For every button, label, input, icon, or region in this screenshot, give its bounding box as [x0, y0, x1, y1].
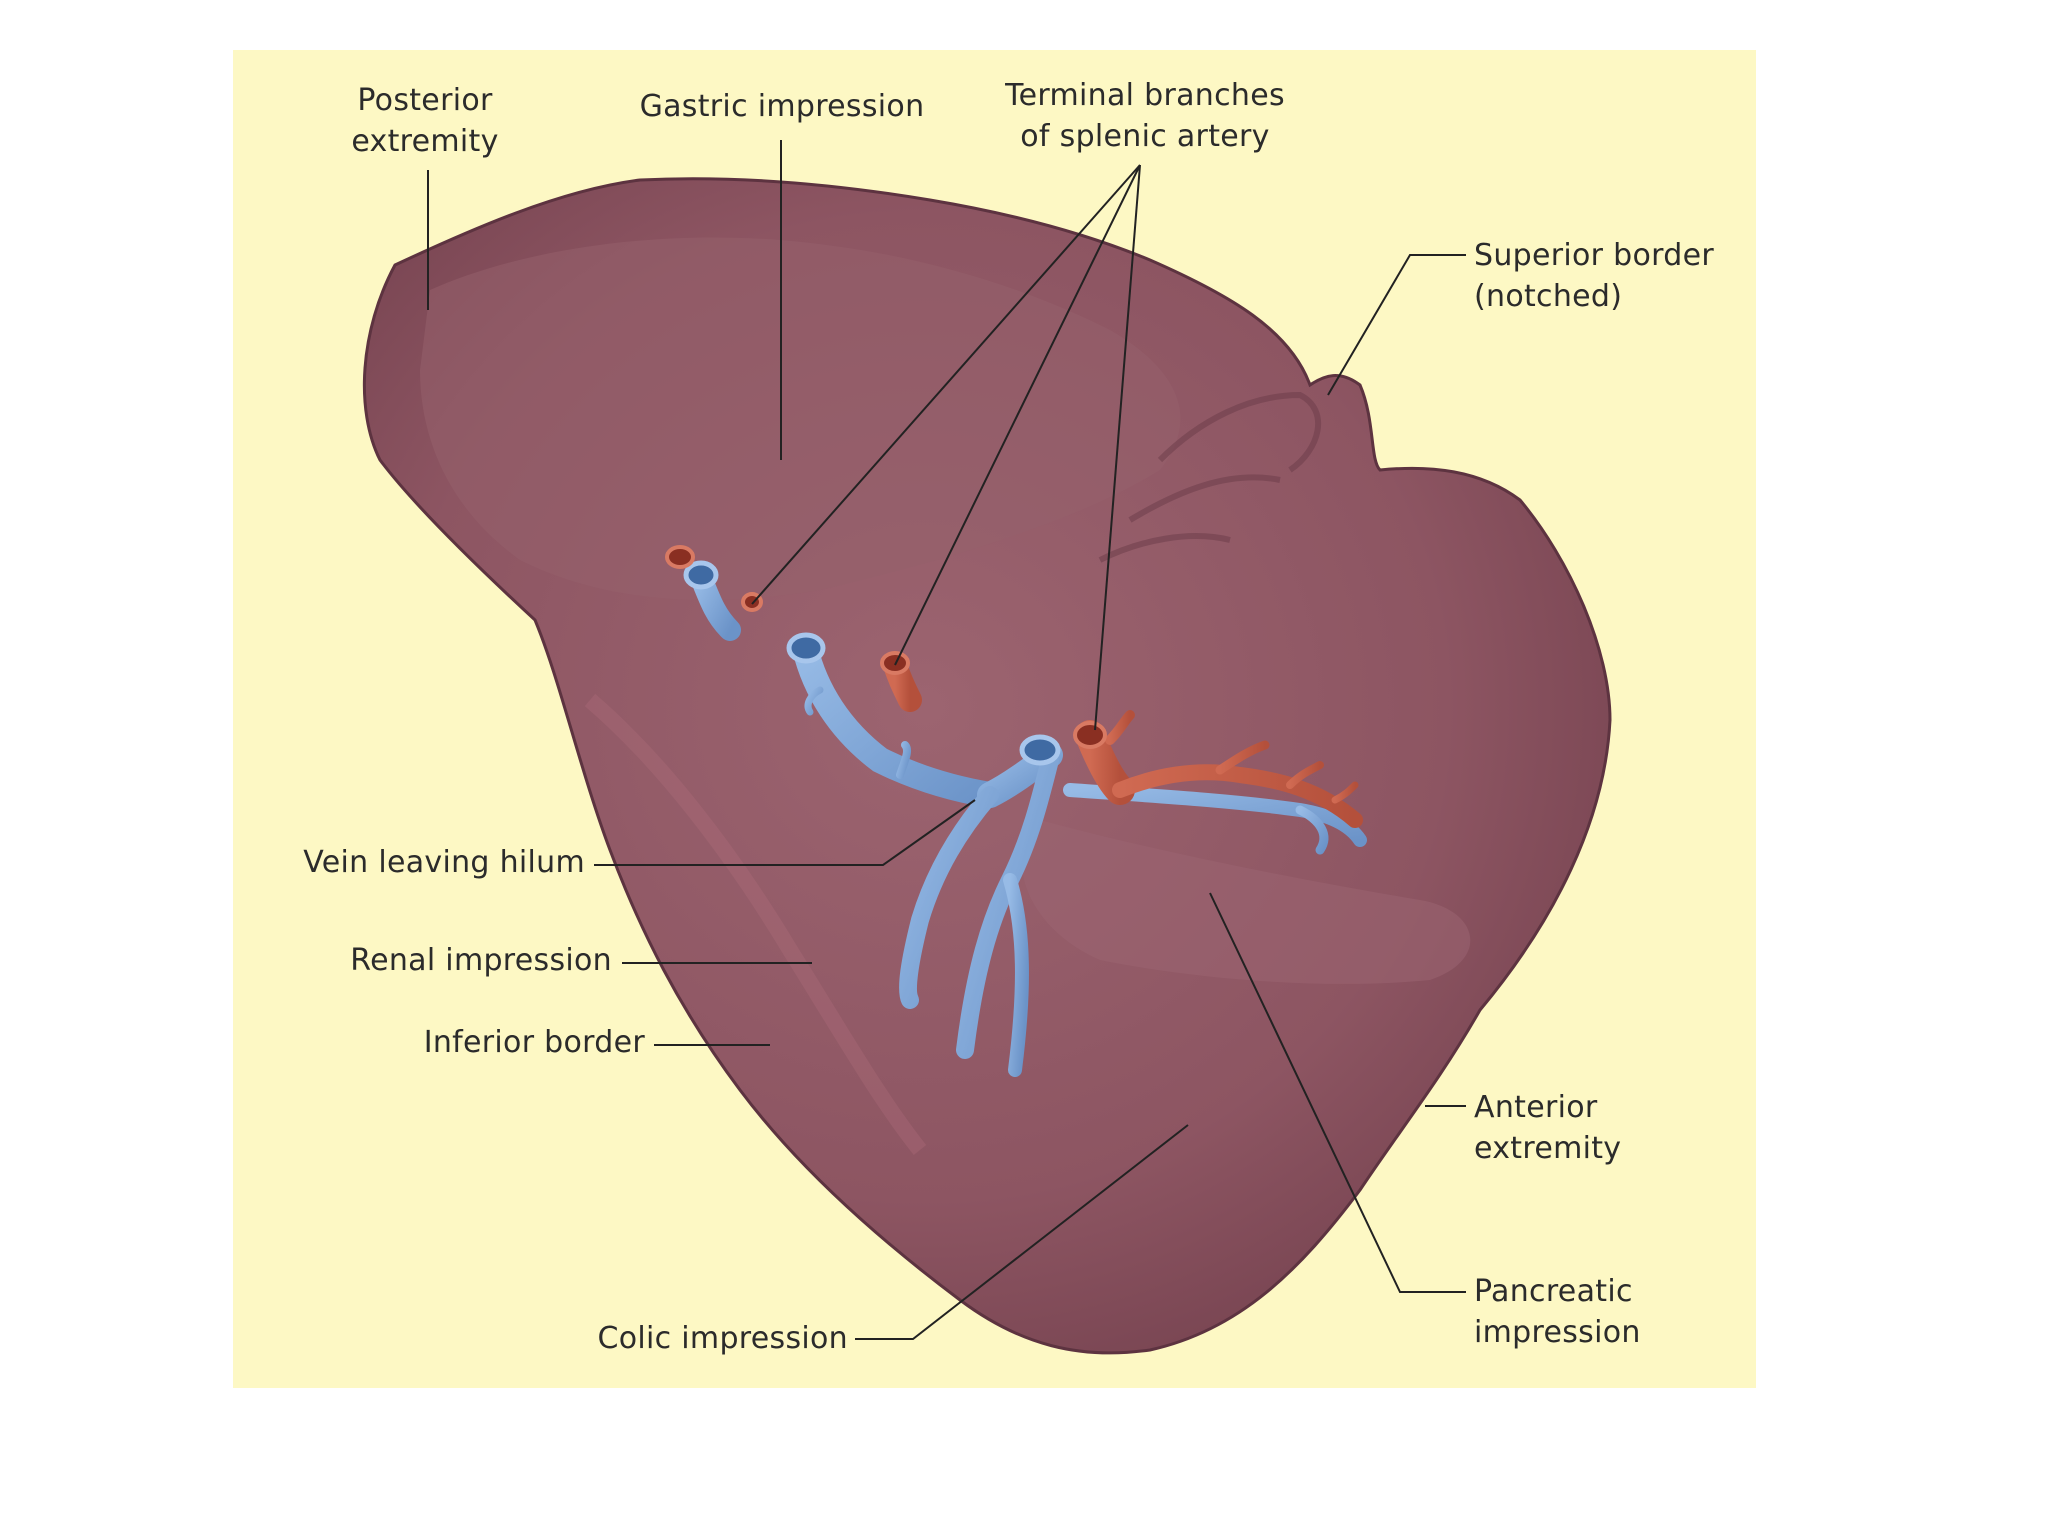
- leader-superior-border: [1327, 254, 1466, 396]
- pancreatic-impression-shade: [1022, 820, 1471, 984]
- gastric-impression-rim: [420, 237, 1181, 600]
- vein-cut-end-2: [786, 632, 826, 664]
- label-anterior-extremity: Anterior extremity: [1474, 1090, 1622, 1166]
- superior-border-notch: [1098, 391, 1321, 563]
- renal-impression-shade: [584, 693, 927, 1155]
- leader-terminal-branches-1: [751, 164, 1141, 605]
- leader-terminal-branches-3: [1094, 164, 1141, 731]
- label-terminal-branches: Terminal branches of splenic artery: [1005, 78, 1285, 154]
- artery-cut-end-1: [665, 545, 695, 569]
- label-posterior-extremity: Posterior extremity: [351, 83, 499, 159]
- leader-pancreatic-impression: [1209, 892, 1466, 1293]
- label-gastric-impression: Gastric impression: [639, 89, 925, 124]
- label-colic-impression: Colic impression: [597, 1321, 848, 1356]
- leader-terminal-branches-2: [894, 164, 1141, 666]
- label-pancreatic-impression: Pancreatic impression: [1474, 1274, 1641, 1350]
- artery-cut-end-4: [1073, 721, 1107, 749]
- label-superior-border: Superior border (notched): [1474, 238, 1714, 314]
- label-vein-leaving-hilum: Vein leaving hilum: [303, 845, 585, 880]
- vein-cut-end-1: [683, 560, 719, 590]
- leader-colic-impression: [855, 1124, 1189, 1340]
- label-renal-impression: Renal impression: [350, 943, 612, 978]
- leader-vein-leaving-hilum: [594, 799, 976, 866]
- leader-lines: [427, 140, 1466, 1340]
- vein-cut-end-3: [1019, 734, 1061, 766]
- label-inferior-border: Inferior border: [423, 1025, 645, 1060]
